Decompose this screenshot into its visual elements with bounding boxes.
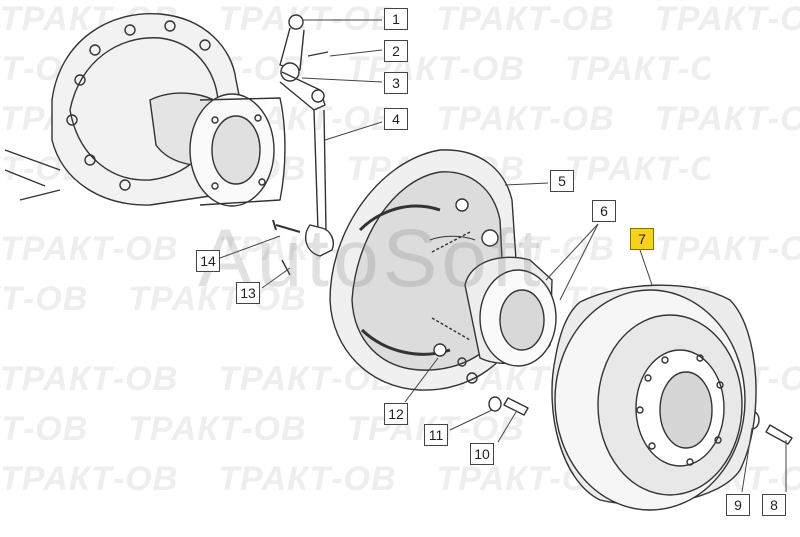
callout-4[interactable]: 4 bbox=[384, 108, 408, 130]
brake-drum bbox=[551, 284, 757, 511]
callout-6[interactable]: 6 bbox=[592, 200, 616, 222]
brake-backing-plate bbox=[329, 149, 521, 391]
callout-11[interactable]: 11 bbox=[424, 424, 448, 446]
axle-housing bbox=[4, 12, 286, 207]
callout-7[interactable]: 7 bbox=[630, 228, 654, 250]
callout-14[interactable]: 14 bbox=[196, 250, 220, 272]
callout-2[interactable]: 2 bbox=[384, 40, 408, 62]
leader-lines bbox=[219, 19, 787, 493]
callout-3[interactable]: 3 bbox=[384, 72, 408, 94]
callout-9[interactable]: 9 bbox=[726, 494, 750, 516]
callout-1[interactable]: 1 bbox=[384, 8, 408, 30]
actuator-lever-and-rod bbox=[272, 14, 334, 276]
callout-13[interactable]: 13 bbox=[236, 282, 260, 304]
callout-5[interactable]: 5 bbox=[550, 170, 574, 192]
callout-10[interactable]: 10 bbox=[470, 443, 494, 465]
callout-12[interactable]: 12 bbox=[384, 403, 408, 425]
wheel-hub bbox=[457, 256, 557, 384]
callout-8[interactable]: 8 bbox=[762, 494, 786, 516]
